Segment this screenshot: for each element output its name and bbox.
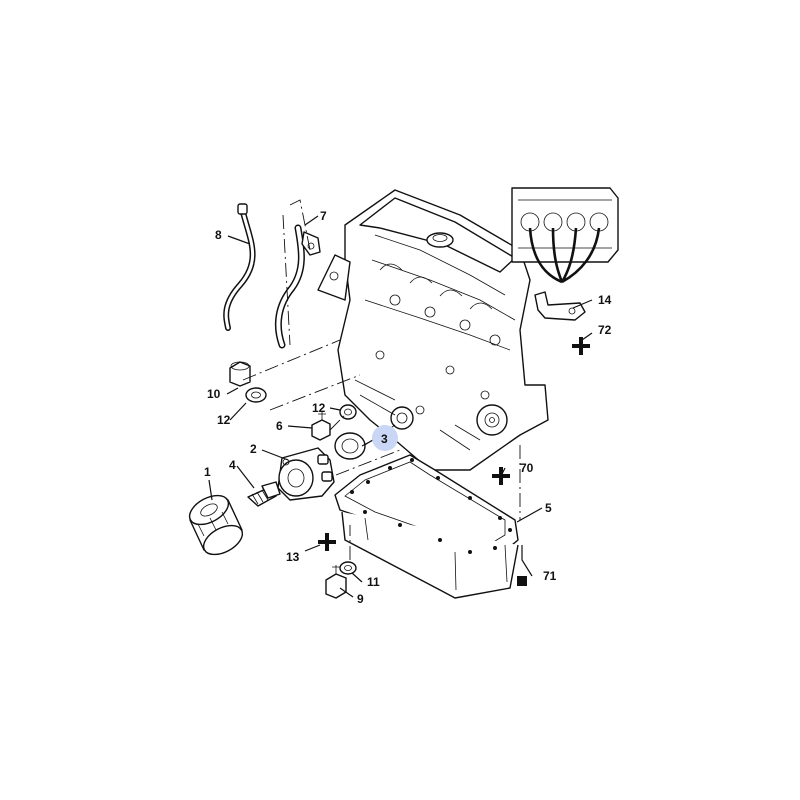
crankcase-inset (511, 187, 619, 284)
callout-5: 5 (545, 501, 552, 515)
callout-10: 10 (207, 387, 221, 401)
callout-8: 8 (215, 228, 222, 242)
callout-13: 13 (286, 550, 300, 564)
cross-symbol-13 (318, 533, 336, 551)
callout-labels: 1 2 3 4 5 6 7 8 9 10 11 12 12 13 14 70 7… (204, 209, 612, 606)
part-14-bracket (534, 291, 586, 321)
engine-block (317, 189, 549, 471)
callout-1: 1 (204, 465, 211, 479)
callout-2: 2 (250, 442, 257, 456)
part-10-plug (229, 361, 251, 387)
callout-11: 11 (367, 575, 380, 589)
callout-4: 4 (229, 458, 236, 472)
part-1-oil-filter (188, 494, 244, 556)
symbols (318, 337, 590, 586)
callout-12-lower: 12 (312, 401, 326, 415)
part-4-union (247, 481, 281, 507)
part-11-washer (339, 561, 357, 575)
part-12-washer-upper (245, 387, 267, 403)
callout-72: 72 (598, 323, 612, 337)
callout-14: 14 (598, 293, 612, 307)
callout-9: 9 (357, 592, 364, 606)
callout-3: 3 (381, 432, 388, 446)
callout-71: 71 (543, 569, 557, 583)
cross-symbol-70 (492, 467, 510, 485)
cross-symbol-72 (572, 337, 590, 355)
part-5-oil-pan (334, 454, 519, 599)
part-7-dipstick-tube (274, 224, 321, 349)
callout-3-highlight (372, 425, 398, 451)
callout-12-upper: 12 (217, 413, 231, 427)
callout-6: 6 (276, 419, 283, 433)
part-12-washer-lower (339, 404, 357, 420)
part-8-dipstick (223, 203, 256, 331)
square-symbol-71 (517, 576, 527, 586)
part-6-sensor (311, 412, 331, 441)
callout-7: 7 (320, 209, 327, 223)
callout-70: 70 (520, 461, 534, 475)
assembly-lines (242, 199, 521, 560)
part-3-seal (334, 432, 366, 460)
part-2-filter-housing (277, 447, 335, 501)
